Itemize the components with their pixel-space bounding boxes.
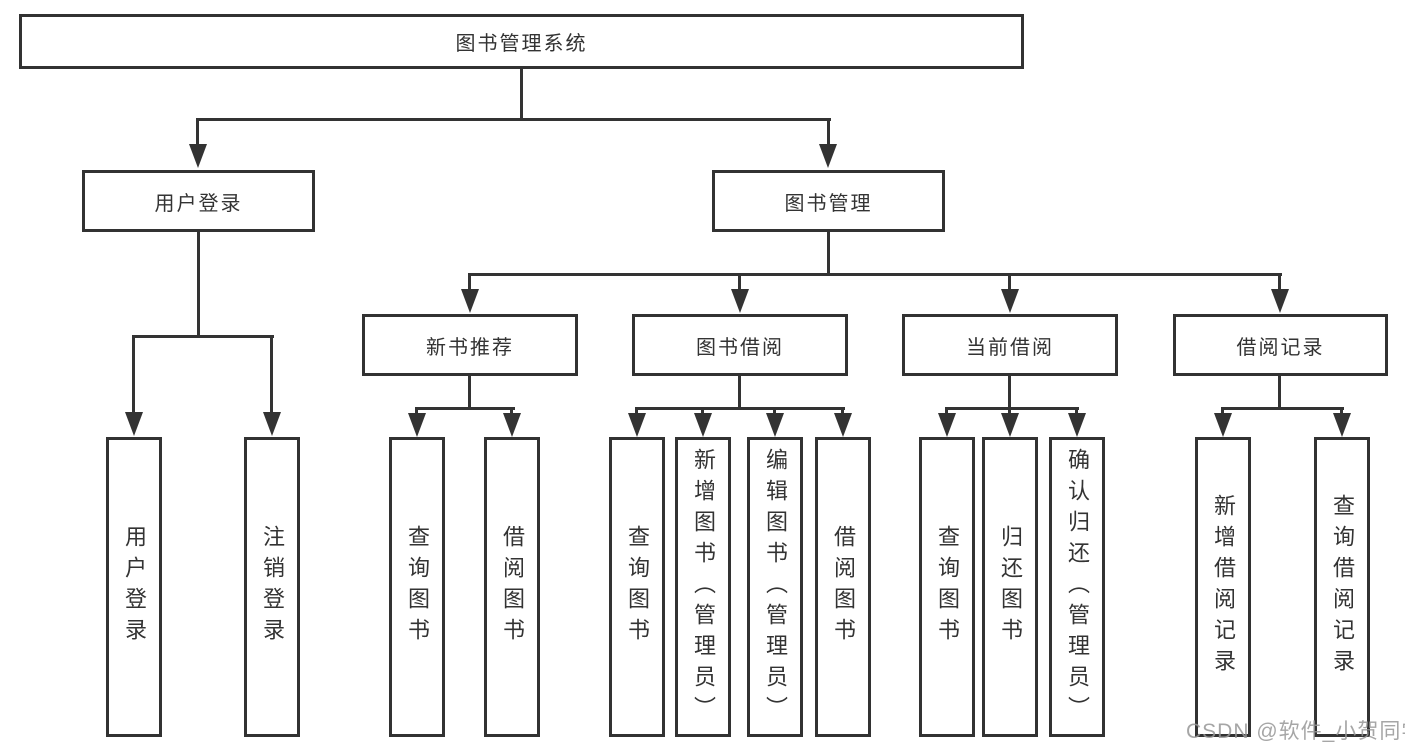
connector-line [270, 335, 273, 416]
connector-line [635, 407, 638, 417]
connector-line [510, 407, 513, 417]
arrowhead-icon [819, 144, 837, 168]
connector-line [1340, 407, 1343, 417]
connector-line [1008, 273, 1011, 293]
connector-line [520, 69, 523, 120]
arrowhead-icon [1001, 289, 1019, 313]
leaf-edit-books-admin: 编辑图书（管理员） [747, 437, 803, 737]
node-borrowing-records: 借阅记录 [1173, 314, 1388, 376]
arrowhead-icon [1333, 413, 1351, 437]
connector-line [1278, 376, 1281, 410]
arrowhead-icon [694, 413, 712, 437]
connector-line [415, 407, 515, 410]
node-user-login: 用户登录 [82, 170, 315, 232]
leaf-confirm-return-admin: 确认归还（管理员） [1049, 437, 1105, 737]
connector-line [827, 232, 830, 276]
arrowhead-icon [1214, 413, 1232, 437]
leaf-logout: 注销登录 [244, 437, 300, 737]
csdn-watermark: CSDN @软件_小贺同学 [1186, 720, 1405, 743]
leaf-return-books: 归还图书 [982, 437, 1038, 737]
leaf-add-borrow-record: 新增借阅记录 [1195, 437, 1251, 737]
node-current-borrowing: 当前借阅 [902, 314, 1118, 376]
arrowhead-icon [1068, 413, 1086, 437]
connector-line [945, 407, 1079, 410]
connector-line [1221, 407, 1344, 410]
connector-line [1075, 407, 1078, 417]
node-library-management-system: 图书管理系统 [19, 14, 1024, 69]
leaf-add-books-admin: 新增图书（管理员） [675, 437, 731, 737]
node-new-book-recommendation: 新书推荐 [362, 314, 578, 376]
connector-line [1221, 407, 1224, 417]
leaf-borrow-books: 借阅图书 [815, 437, 871, 737]
arrowhead-icon [628, 413, 646, 437]
arrowhead-icon [263, 412, 281, 436]
leaf-query-books-recommend: 查询图书 [389, 437, 445, 737]
connector-line [635, 407, 845, 410]
connector-line [468, 273, 471, 293]
connector-line [1008, 407, 1011, 417]
connector-line [1278, 273, 1281, 293]
leaf-borrow-books-recommend: 借阅图书 [484, 437, 540, 737]
arrowhead-icon [461, 289, 479, 313]
connector-line [945, 407, 948, 417]
leaf-query-books-current: 查询图书 [919, 437, 975, 737]
connector-line [132, 335, 274, 338]
connector-line [468, 273, 1282, 276]
arrowhead-icon [834, 413, 852, 437]
connector-line [196, 118, 199, 148]
leaf-user-login: 用户登录 [106, 437, 162, 737]
leaf-query-borrow-record: 查询借阅记录 [1314, 437, 1370, 737]
arrowhead-icon [1001, 413, 1019, 437]
connector-line [415, 407, 418, 417]
arrowhead-icon [731, 289, 749, 313]
arrowhead-icon [408, 413, 426, 437]
connector-line [738, 376, 741, 410]
connector-line [197, 232, 200, 338]
arrowhead-icon [189, 144, 207, 168]
node-book-borrowing: 图书借阅 [632, 314, 848, 376]
node-book-management: 图书管理 [712, 170, 945, 232]
arrowhead-icon [503, 413, 521, 437]
connector-line [132, 335, 135, 416]
arrowhead-icon [125, 412, 143, 436]
connector-line [773, 407, 776, 417]
leaf-query-books-borrowing: 查询图书 [609, 437, 665, 737]
connector-line [197, 118, 831, 121]
connector-line [1008, 376, 1011, 410]
arrowhead-icon [938, 413, 956, 437]
connector-line [701, 407, 704, 417]
arrowhead-icon [1271, 289, 1289, 313]
arrowhead-icon [766, 413, 784, 437]
connector-line [827, 118, 830, 148]
connector-line [468, 376, 471, 410]
connector-line [738, 273, 741, 293]
connector-line [841, 407, 844, 417]
